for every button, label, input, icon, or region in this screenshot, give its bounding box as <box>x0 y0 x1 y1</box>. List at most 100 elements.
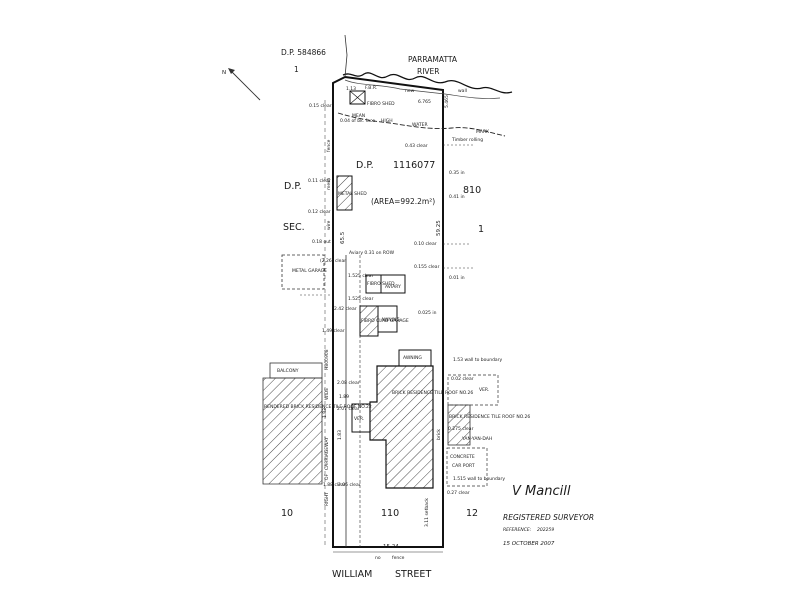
dim-5925: 59.25 <box>436 220 442 236</box>
metal-garage <box>281 254 325 290</box>
lot-10: 10 <box>281 508 293 519</box>
street-fence: fence <box>392 555 405 561</box>
metal-shed-label: METAL SHED <box>338 191 367 197</box>
dim-002: 0.02 clear <box>451 376 474 382</box>
dim-018: 0.18 out <box>312 239 331 245</box>
awning-garage <box>377 305 398 333</box>
row-of: OF <box>324 473 330 480</box>
row-carriageway: CARRIAGEWAY <box>324 437 330 470</box>
dim-0155: 0.155 clear <box>414 264 440 270</box>
res-26b-label: BRICK RESIDENCE TILE ROOF NO.26 <box>449 414 530 420</box>
mark-label: MARK <box>476 129 490 135</box>
lot-12: 12 <box>466 508 478 519</box>
dim-043: 0.43 clear <box>405 143 428 149</box>
dim-041: 0.41 in <box>449 194 465 200</box>
high-label: HIGH <box>381 118 393 124</box>
street-fence-no: no <box>375 556 381 561</box>
lot-810: 810 <box>463 185 481 196</box>
mean-label: MEAN <box>352 113 365 119</box>
svg-text:N: N <box>222 70 226 76</box>
aviary-label: AVIARY <box>385 284 401 290</box>
residence-subject <box>369 365 434 489</box>
dim-183a: 1.83 <box>322 408 328 418</box>
dp-main-num: 1116077 <box>393 160 435 171</box>
wire-label: wire <box>326 220 332 230</box>
dim-027: 0.27 clear <box>447 490 470 496</box>
dim-011: 0.11 clear <box>308 178 331 184</box>
street-name-2: STREET <box>395 569 431 580</box>
fibro-garage-label: FIBRO CLAD GARAGE <box>361 318 409 324</box>
concrete-label: CONCRETE <box>450 454 475 460</box>
awning-residence <box>398 349 432 367</box>
dim-015: 0.15 clear <box>309 103 332 109</box>
carport-label: CAR PORT <box>452 463 475 469</box>
dim-0025: 0.025 in <box>418 310 437 316</box>
sec-label: SEC. <box>283 222 305 233</box>
street-frontage: 15.24 <box>383 544 399 550</box>
fence-label: fence <box>326 139 332 152</box>
dp-top-left-num: 1 <box>294 65 299 74</box>
metal-shed <box>336 175 353 211</box>
fibro-shed-top <box>349 90 366 105</box>
fibro-shed-mid-label: FIBRO SHED <box>367 281 395 287</box>
awning-1-label: AWNING <box>381 317 400 323</box>
ver-2-label: VER. <box>479 387 489 393</box>
carport <box>446 447 488 487</box>
res-22-label: RENDERED BRICK RESIDENCE TILE ROOF NO.22 <box>264 404 372 410</box>
lot-110: 110 <box>381 508 399 519</box>
dim-1525b: 1.525 clear <box>348 296 374 302</box>
row-wide: WIDE <box>324 388 330 400</box>
dim-012: 0.12 clear <box>308 209 331 215</box>
dim-035: 0.35 in <box>449 170 465 176</box>
res-26-label: BRICK RESIDENCE TILE ROOF NO.26 <box>392 390 473 396</box>
row-right: RIGHT <box>324 492 330 506</box>
fbr-label: F.B.R. <box>365 85 377 91</box>
river-bank <box>342 72 513 94</box>
dim-183b: 1.83 <box>337 430 343 440</box>
fibro-shed-top-label: FIBRO SHED <box>367 101 395 107</box>
mesh-label: mesh <box>326 178 332 190</box>
north-arrow: N <box>222 68 261 101</box>
dim-timber: Timber rolling <box>451 137 483 143</box>
dim-149: 1.49 clear <box>322 328 345 334</box>
water-label: WATER <box>412 122 428 128</box>
row-dp: H800908 <box>324 349 330 370</box>
dim-189: 1.89 <box>339 394 349 400</box>
balcony-label: BALCONY <box>277 368 299 374</box>
wall-label: wall <box>458 88 467 94</box>
residence-no22 <box>262 377 323 485</box>
dim-153: 1.53 wall to boundary <box>453 357 503 363</box>
aviary <box>380 274 406 294</box>
awning-2-label: AWNING <box>403 355 422 361</box>
surveyor-date: 15 OCTOBER 2007 <box>503 541 555 547</box>
dim-655: 65.5 <box>340 231 346 244</box>
dim-226: (2.26) clear <box>320 258 346 264</box>
dim-010: 0.10 clear <box>414 241 437 247</box>
surveyor-reference-value: 202259 <box>537 527 554 533</box>
dp-top-left: D.P. 584866 <box>281 48 326 57</box>
dp-main: D.P. <box>356 160 374 171</box>
ver-1-label: VER. <box>354 416 364 422</box>
mean-high-water-mark <box>337 112 506 137</box>
new-label: new <box>405 89 415 94</box>
metal-garage-label: METAL GARAGE <box>292 268 327 274</box>
dim-001: 0.01 in <box>449 275 465 281</box>
dim-208: 2.08 clear <box>337 380 360 386</box>
balcony <box>269 362 323 379</box>
yanyan-label: YAN-YAN-DAH <box>461 436 492 442</box>
surveyor-signature: V Mancill <box>512 484 571 499</box>
dim-311: 3.11 setback <box>424 498 430 527</box>
dim-206: 2.06 clear <box>338 482 361 488</box>
lot-1: 1 <box>478 224 484 235</box>
dim-004: 0.04 of bk. face <box>340 118 375 124</box>
surveyor-title: REGISTERED SURVEYOR <box>503 513 594 522</box>
verandah-right <box>447 374 499 406</box>
aviary-note: Aviary 0.31 on ROW <box>349 250 395 256</box>
surveyor-reference-label: REFERENCE: <box>503 527 532 533</box>
verandah-subject <box>351 403 371 433</box>
street-name-1: WILLIAM <box>332 569 372 580</box>
lot-boundary <box>332 75 444 548</box>
dp-side: D.P. <box>284 181 302 192</box>
dim-0275: 0.275 clear <box>448 426 474 432</box>
